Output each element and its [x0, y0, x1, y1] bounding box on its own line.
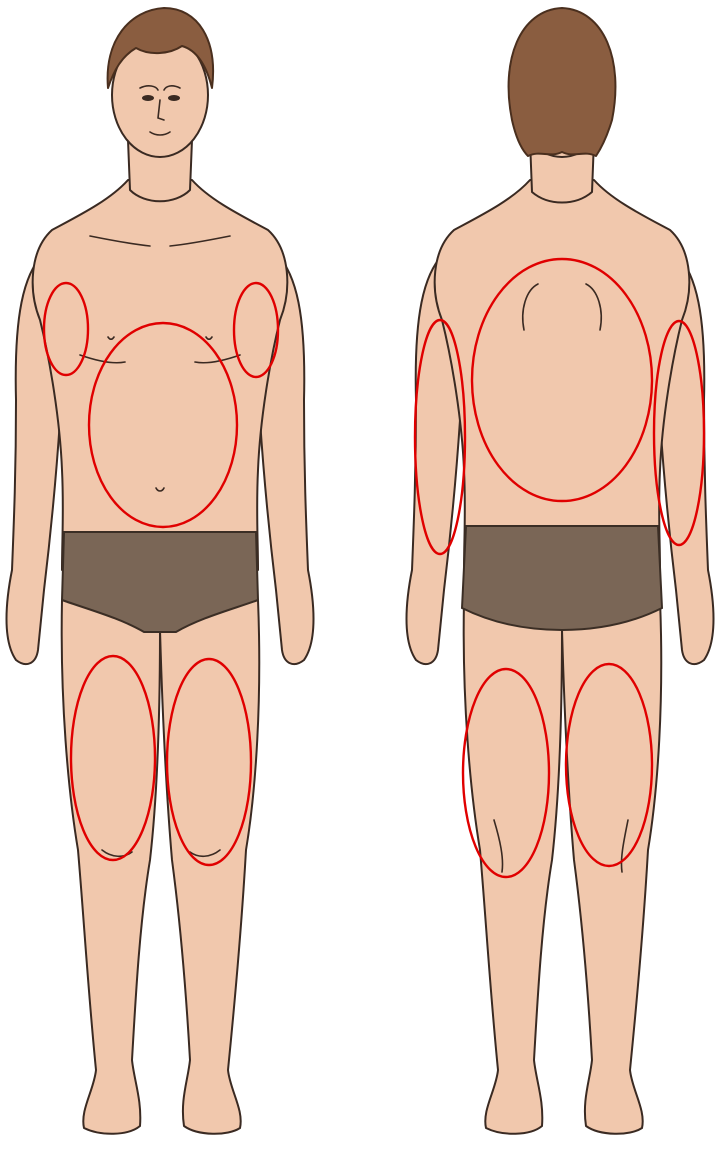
back-underwear [462, 526, 662, 630]
back-hair [509, 8, 616, 156]
back-view-figure [407, 8, 714, 1134]
front-left-leg [160, 600, 259, 1134]
front-right-eye [142, 95, 154, 101]
back-left-leg [464, 600, 562, 1134]
front-view-figure [7, 8, 314, 1134]
front-left-eye [168, 95, 180, 101]
front-right-leg [62, 600, 160, 1134]
